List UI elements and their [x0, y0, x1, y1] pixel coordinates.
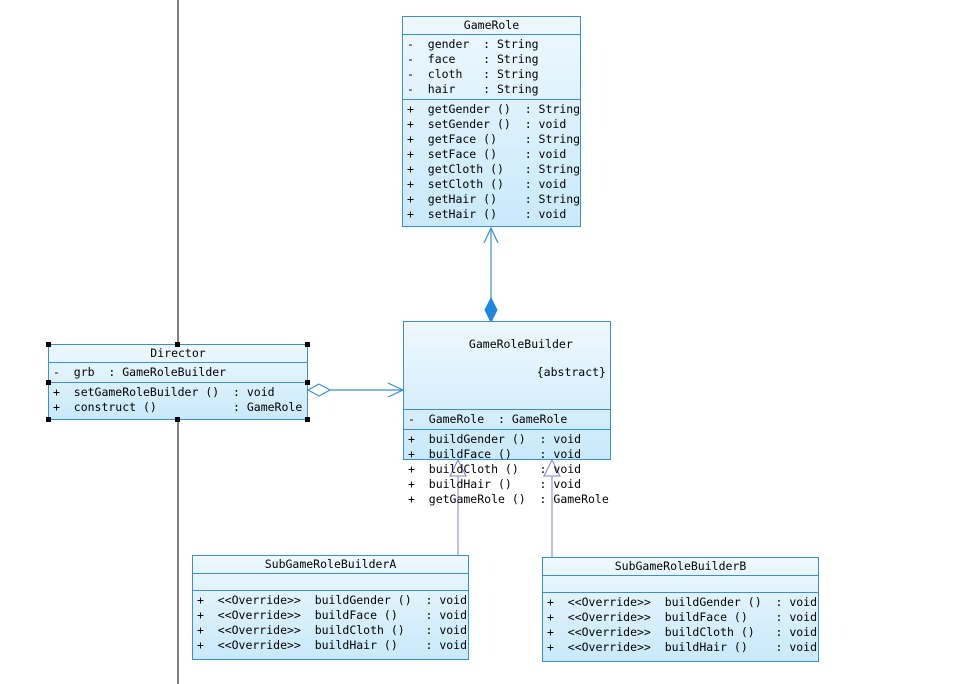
attribute: - cloth : String	[407, 67, 539, 81]
class-header: GameRoleBuilder {abstract}	[404, 322, 610, 410]
operation: + setHair () : void	[407, 207, 567, 221]
operation: + construct () : GameRole	[53, 400, 303, 414]
operation: + setCloth () : void	[407, 177, 567, 191]
operation: + buildFace () : void	[408, 447, 582, 461]
resize-handle-nw[interactable]	[46, 342, 51, 347]
resize-handle-se[interactable]	[305, 417, 310, 422]
operations-section: + setGameRoleBuilder () : void + constru…	[49, 383, 307, 417]
generalization-arrowhead	[449, 458, 467, 477]
operation: + setGender () : void	[407, 117, 567, 131]
class-name: GameRole	[403, 17, 580, 35]
attributes-section: - grb : GameRoleBuilder	[49, 363, 307, 383]
class-game-role[interactable]: GameRole - gender : String - face : Stri…	[402, 16, 581, 227]
class-sub-game-role-builder-a[interactable]: SubGameRoleBuilderA + <<Override>> build…	[192, 555, 469, 660]
attribute: - GameRole : GameRole	[408, 412, 568, 426]
class-name: Director	[49, 345, 307, 363]
class-stereotype: {abstract}	[536, 365, 606, 379]
attributes-section: - GameRole : GameRole	[404, 410, 610, 430]
attributes-section	[543, 576, 818, 593]
operation: + <<Override>> buildHair () : void	[197, 638, 468, 652]
generalization-connector-a[interactable]	[449, 458, 467, 555]
class-sub-game-role-builder-b[interactable]: SubGameRoleBuilderB + <<Override>> build…	[542, 557, 819, 662]
operations-section: + getGender () : String + setGender () :…	[403, 100, 580, 224]
operation: + <<Override>> buildFace () : void	[197, 608, 468, 622]
operation: + getCloth () : String	[407, 162, 581, 176]
operation: + setFace () : void	[407, 147, 567, 161]
resize-handle-s[interactable]	[175, 417, 180, 422]
class-name: SubGameRoleBuilderB	[543, 558, 818, 576]
aggregation-connector[interactable]	[306, 382, 405, 398]
operation: + getFace () : String	[407, 132, 581, 146]
operation: + <<Override>> buildHair () : void	[547, 640, 818, 654]
operation: + getGameRole () : GameRole	[408, 492, 609, 506]
operation: + buildCloth () : void	[408, 462, 582, 476]
generalization-connector-b[interactable]	[543, 458, 561, 557]
attribute: - hair : String	[407, 82, 539, 96]
resize-handle-sw[interactable]	[46, 417, 51, 422]
resize-handle-ne[interactable]	[305, 342, 310, 347]
operation: + <<Override>> buildFace () : void	[547, 610, 818, 624]
operation: + <<Override>> buildGender () : void	[197, 593, 468, 607]
attributes-section: - gender : String - face : String - clot…	[403, 35, 580, 100]
attribute: - grb : GameRoleBuilder	[53, 365, 227, 379]
operation: + <<Override>> buildCloth () : void	[547, 625, 818, 639]
operation: + buildHair () : void	[408, 477, 582, 491]
composition-connector[interactable]	[483, 226, 499, 324]
attribute: - face : String	[407, 52, 539, 66]
operation: + <<Override>> buildGender () : void	[547, 595, 818, 609]
operation: + setGameRoleBuilder () : void	[53, 385, 275, 399]
aggregation-diamond	[306, 383, 332, 397]
class-name: GameRoleBuilder	[468, 337, 573, 351]
class-name: SubGameRoleBuilderA	[193, 556, 468, 574]
resize-handle-e[interactable]	[305, 380, 310, 385]
resize-handle-n[interactable]	[175, 342, 180, 347]
operations-section: + <<Override>> buildGender () : void + <…	[193, 591, 468, 655]
operation: + <<Override>> buildCloth () : void	[197, 623, 468, 637]
attributes-section	[193, 574, 468, 591]
operations-section: + <<Override>> buildGender () : void + <…	[543, 593, 818, 657]
composition-diamond	[484, 296, 498, 324]
generalization-arrowhead	[543, 458, 561, 477]
operation: + getHair () : String	[407, 192, 581, 206]
operation: + buildGender () : void	[408, 432, 582, 446]
attribute: - gender : String	[407, 37, 539, 51]
class-game-role-builder[interactable]: GameRoleBuilder {abstract} - GameRole : …	[403, 321, 611, 506]
operation: + getGender () : String	[407, 102, 581, 116]
operations-section: + buildGender () : void + buildFace () :…	[404, 430, 610, 509]
class-director[interactable]: Director - grb : GameRoleBuilder + setGa…	[48, 344, 308, 420]
resize-handle-w[interactable]	[46, 380, 51, 385]
